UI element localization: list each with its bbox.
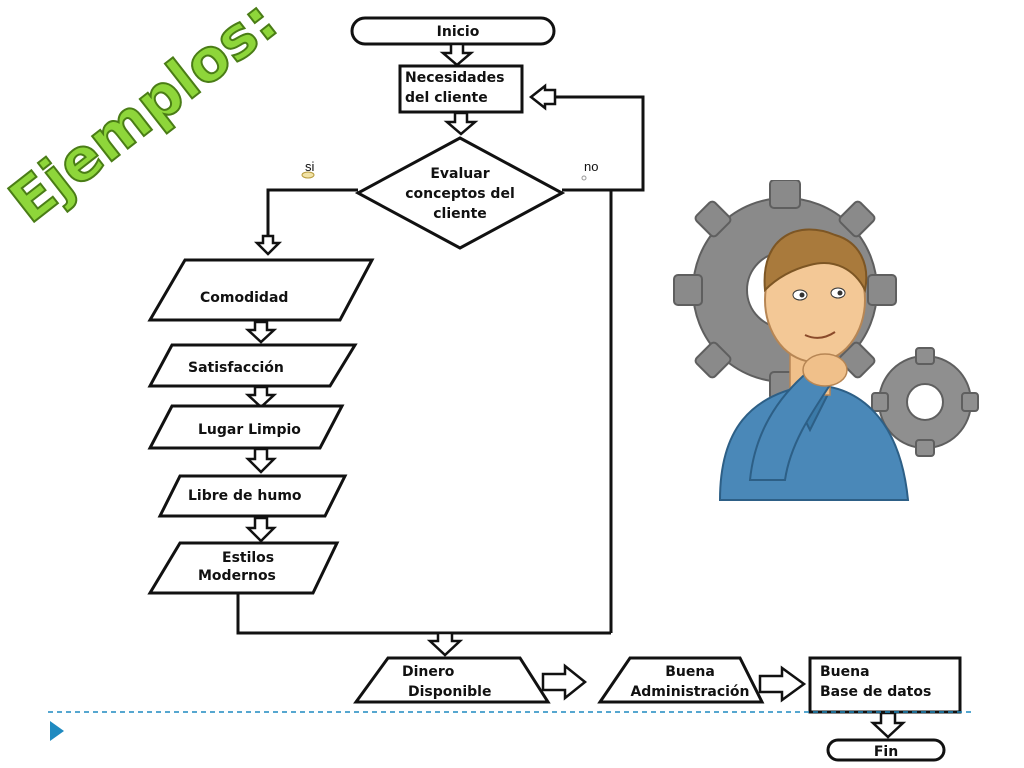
db-label-2: Base de datos [820, 684, 931, 700]
db-process: Buena Base de datos [808, 656, 962, 714]
decision-label-2: conceptos del [405, 186, 515, 202]
no-label: no [584, 159, 598, 174]
slide-title-wrap: Ejemplos: [0, 0, 290, 237]
step-lugar-limpio: Lugar Limpio [147, 404, 345, 450]
money-shape: Dinero Disponible [353, 656, 551, 704]
arrow-needs-decision [443, 111, 479, 136]
step-label-0: Comodidad [200, 290, 288, 306]
money-label-2: Disponible [408, 684, 491, 700]
arrow-step-3 [244, 447, 278, 474]
admin-shape: Buena Administración [597, 656, 765, 704]
decision-label-1: Evaluar [430, 166, 489, 182]
no-down-line [605, 188, 613, 633]
needs-label-2: del cliente [405, 90, 488, 106]
start-label: Inicio [437, 24, 480, 40]
arrow-join-down [426, 631, 464, 657]
hand [802, 353, 848, 387]
yes-label: si [305, 159, 315, 174]
needs-label-1: Necesidades [405, 70, 504, 86]
start-terminal: Inicio [350, 16, 556, 46]
no-loop-line [545, 95, 645, 192]
db-label-1: Buena [820, 664, 870, 680]
arrow-start-needs [439, 42, 475, 67]
join-line [236, 593, 611, 635]
end-label: Fin [874, 744, 898, 760]
yes-branch-line [266, 188, 358, 236]
no-loop-arrow [528, 83, 557, 111]
needs-process: Necesidades del cliente [398, 64, 524, 114]
small-gear-icon [871, 347, 979, 457]
arrow-step-4 [244, 516, 278, 543]
step-comodidad: Comodidad [147, 258, 375, 322]
arrow-yes-down [253, 234, 283, 256]
step-label-4: Estilos [222, 550, 274, 566]
end-terminal: Fin [826, 738, 946, 762]
thinking-man-with-gears-icon [673, 180, 979, 501]
arrow-step-1 [244, 320, 278, 344]
step-estilos: Estilos Modernos [147, 541, 340, 595]
step-satisfaccion: Satisfacción [147, 343, 358, 388]
step-label-5: Modernos [198, 568, 276, 584]
money-label-1: Dinero [402, 664, 455, 680]
step-libre-humo: Libre de humo [157, 474, 348, 518]
arrow-money-admin [541, 663, 588, 701]
arrow-db-end [869, 711, 907, 739]
blue-triangle-bullet-icon [50, 721, 64, 741]
decision-label-3: cliente [433, 206, 487, 222]
step-label-3: Libre de humo [188, 488, 302, 504]
step-label-2: Lugar Limpio [198, 422, 301, 438]
admin-label-2: Administración [630, 684, 749, 700]
arrow-admin-db [758, 665, 807, 703]
arrow-step-2 [244, 385, 278, 409]
decision-diamond: Evaluar conceptos del cliente [354, 136, 566, 250]
admin-label-1: Buena [665, 664, 715, 680]
hair [763, 228, 868, 294]
step-label-1: Satisfacción [188, 360, 284, 376]
